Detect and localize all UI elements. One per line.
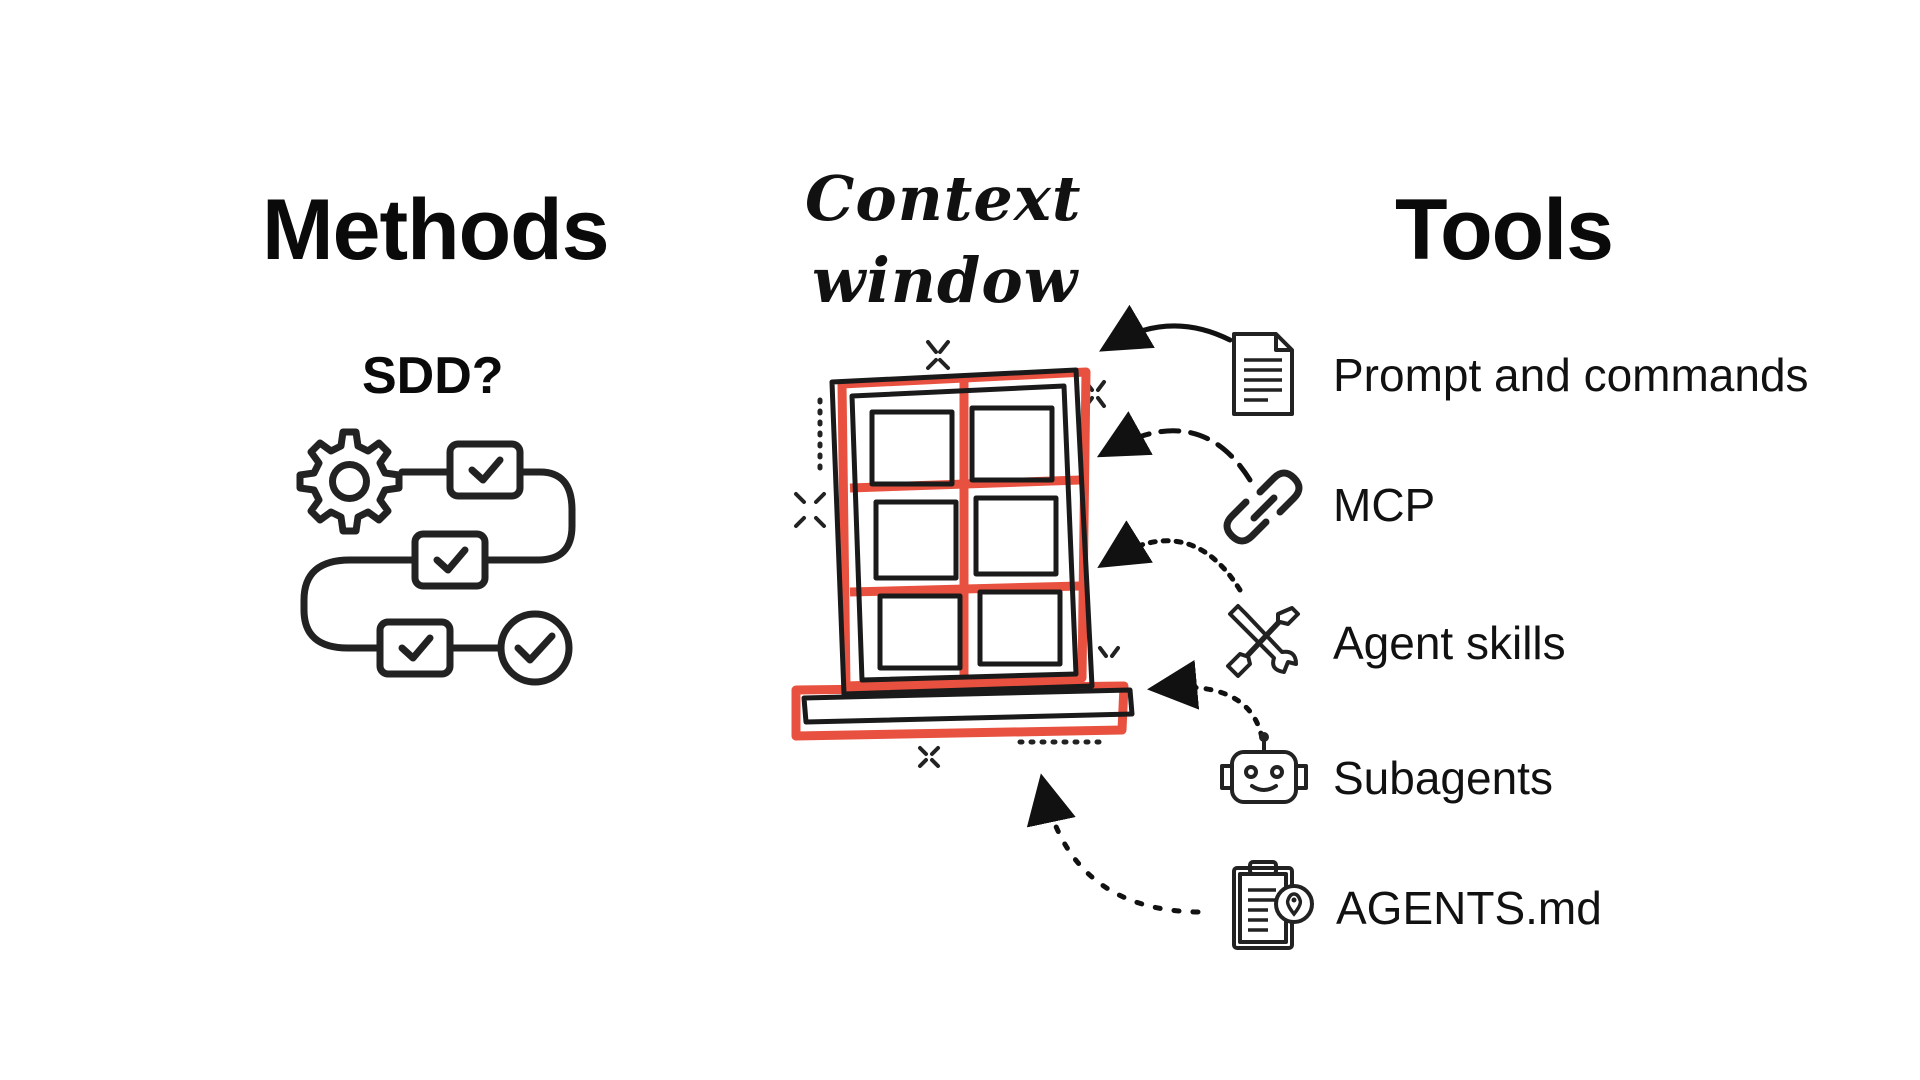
- arrow-prompt: [1099, 304, 1233, 352]
- tool-label-agentsmd: AGENTS.md: [1336, 882, 1602, 934]
- tool-label-skills: Agent skills: [1333, 617, 1566, 669]
- tool-label-prompt: Prompt and commands: [1333, 349, 1809, 401]
- link-icon: [1223, 469, 1303, 545]
- clipboard-icon: [1232, 860, 1314, 950]
- tool-label-subagents: Subagents: [1333, 752, 1553, 804]
- methods-title: Methods: [262, 182, 610, 278]
- document-icon: [1232, 332, 1294, 416]
- arrow-agentsmd: [1026, 773, 1201, 915]
- context-window-title-line1: Context: [805, 162, 1082, 235]
- window-icon: [791, 340, 1135, 768]
- robot-icon: [1220, 732, 1308, 804]
- tools-title: Tools: [1395, 182, 1614, 278]
- arrow-skills: [1097, 520, 1243, 593]
- arrow-mcp: [1096, 411, 1253, 483]
- context-window-title-line2: window: [812, 244, 1079, 317]
- arrow-subagents: [1147, 659, 1265, 741]
- gear-icon: [296, 428, 403, 535]
- check-circle-icon: [497, 610, 573, 686]
- tool-label-mcp: MCP: [1333, 479, 1436, 531]
- methods-subtitle: SDD?: [362, 347, 504, 405]
- sdd-workflow-diagram: [296, 428, 576, 686]
- wrench-screwdriver-icon: [1226, 604, 1300, 678]
